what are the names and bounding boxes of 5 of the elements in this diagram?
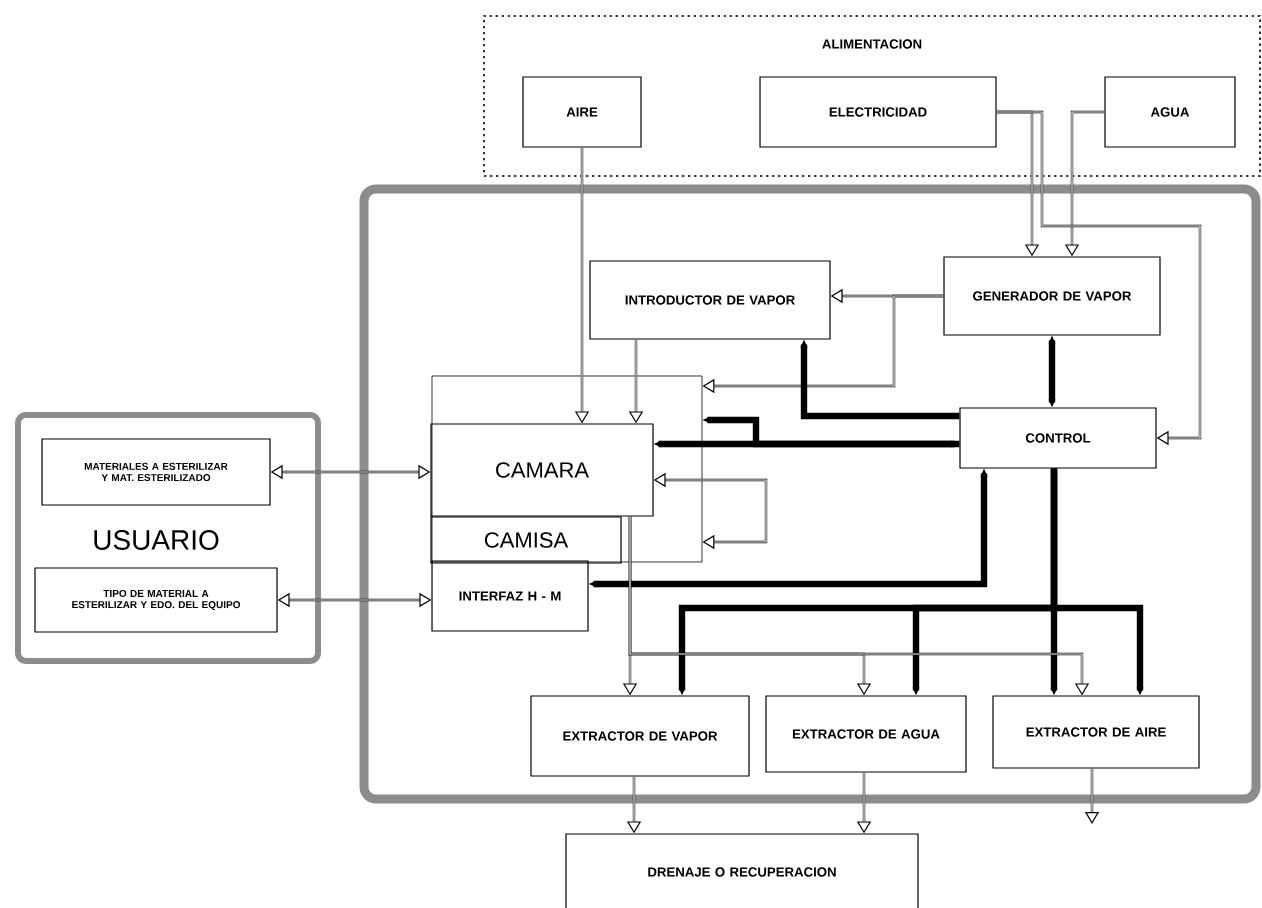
- vessel-outline: [431, 375, 703, 563]
- process-box: CAMISA: [430, 516, 622, 564]
- equipment-frame: [359, 184, 1261, 804]
- arrow: [996, 110, 1202, 446]
- process-box: CAMARA: [430, 423, 654, 517]
